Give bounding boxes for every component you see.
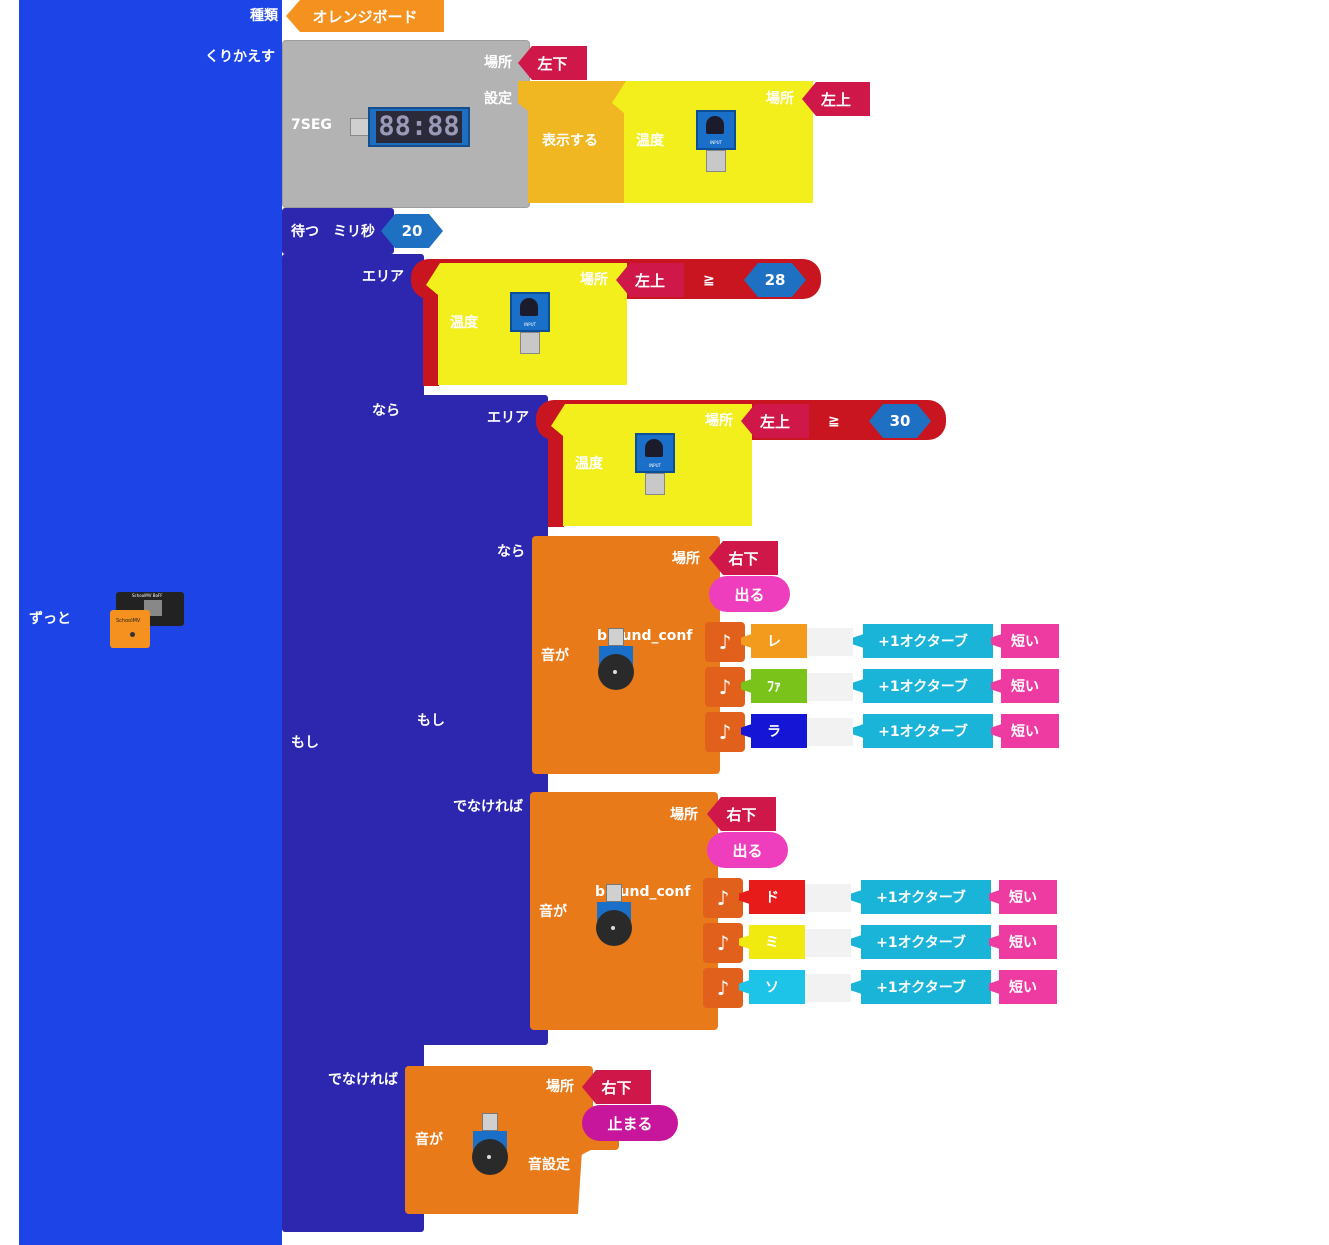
note-gap bbox=[807, 718, 853, 746]
temp-label-show: 温度 bbox=[636, 133, 664, 149]
temp-label-inner: 温度 bbox=[575, 456, 603, 472]
temp-label-outer: 温度 bbox=[450, 315, 478, 331]
threshold-input-inner[interactable]: 30 bbox=[869, 404, 931, 438]
sound-place-dropdown-else[interactable]: 右下 bbox=[707, 797, 776, 831]
length-dropdown[interactable]: 短い bbox=[991, 624, 1059, 658]
if-label-inner: もし bbox=[417, 713, 445, 729]
seg7-display-icon: 88:88 bbox=[368, 107, 470, 147]
if-block-inner[interactable] bbox=[407, 395, 548, 1045]
octave-dropdown[interactable]: +1オクターブ bbox=[853, 624, 993, 658]
length-dropdown[interactable]: 短い bbox=[991, 669, 1059, 703]
octave-dropdown[interactable]: +1オクターブ bbox=[851, 880, 991, 914]
board-type-label: 種類 bbox=[250, 8, 278, 24]
sound-place-label-else: 場所 bbox=[670, 807, 698, 823]
note-gap bbox=[807, 628, 853, 656]
note-block[interactable]: ♪ bbox=[705, 667, 745, 707]
note-block[interactable]: ♪ bbox=[703, 968, 743, 1008]
wait-block[interactable] bbox=[282, 208, 394, 254]
sound-label-then: 音が bbox=[541, 648, 569, 664]
if-label-outer: もし bbox=[291, 735, 319, 751]
show-label: 表示する bbox=[542, 133, 598, 149]
sound-place-dropdown-stop[interactable]: 右下 bbox=[582, 1070, 651, 1104]
octave-dropdown[interactable]: +1オクターブ bbox=[853, 714, 993, 748]
note-name-dropdown[interactable]: ラ bbox=[741, 714, 807, 748]
sound-place-label-then: 場所 bbox=[672, 551, 700, 567]
wait-value-input[interactable]: 20 bbox=[381, 214, 443, 248]
note-block[interactable]: ♪ bbox=[703, 923, 743, 963]
length-dropdown[interactable]: 短い bbox=[989, 970, 1057, 1004]
seg7-connector bbox=[350, 118, 370, 136]
then-label-inner: なら bbox=[497, 544, 525, 560]
board-label-bottom: SchoolMV bbox=[116, 618, 141, 624]
then-label-outer: なら bbox=[372, 403, 400, 419]
sound-place-dropdown-then[interactable]: 右下 bbox=[709, 541, 778, 575]
length-dropdown[interactable]: 短い bbox=[989, 925, 1057, 959]
note-gap bbox=[805, 974, 851, 1002]
temp-place-dropdown-show[interactable]: 左上 bbox=[802, 82, 870, 116]
length-dropdown[interactable]: 短い bbox=[991, 714, 1059, 748]
wait-label: 待つ bbox=[291, 224, 319, 240]
note-gap bbox=[805, 884, 851, 912]
seg7-setting-label: 設定 bbox=[484, 91, 512, 107]
compare-stem-inner bbox=[548, 421, 564, 527]
note-name-dropdown[interactable]: ﾌｧ bbox=[741, 669, 807, 703]
sound-out-pill-then[interactable]: 出る bbox=[709, 576, 790, 612]
speaker-icon bbox=[594, 884, 634, 946]
threshold-input-outer[interactable]: 28 bbox=[744, 263, 806, 297]
temp-place-dropdown-outer[interactable]: 左上 bbox=[616, 263, 684, 297]
compare-stem-outer bbox=[423, 280, 439, 386]
compare-operator-outer[interactable]: ≧ bbox=[703, 272, 715, 288]
area-label-inner: エリア bbox=[487, 410, 529, 426]
compare-operator-inner[interactable]: ≧ bbox=[828, 413, 840, 429]
sound-place-label-stop: 場所 bbox=[546, 1079, 574, 1095]
temp-place-label-outer: 場所 bbox=[580, 272, 608, 288]
octave-dropdown[interactable]: +1オクターブ bbox=[851, 970, 991, 1004]
board-label-top: SchoolMV BoFF bbox=[132, 593, 163, 598]
seg7-name: 7SEG bbox=[291, 117, 332, 133]
temp-sensor-icon: INPUT bbox=[696, 110, 736, 172]
seg7-place-dropdown[interactable]: 左下 bbox=[518, 46, 587, 80]
repeat-label: くりかえす bbox=[205, 49, 275, 65]
temp-sensor-icon: INPUT bbox=[510, 292, 550, 354]
sound-label-stop: 音が bbox=[415, 1132, 443, 1148]
else-label-outer: でなければ bbox=[328, 1072, 398, 1088]
speaker-icon bbox=[596, 628, 636, 690]
note-block[interactable]: ♪ bbox=[705, 712, 745, 752]
show-block[interactable] bbox=[518, 81, 628, 203]
board-icon: SchoolMV BoFF SchoolMV bbox=[108, 590, 188, 650]
length-dropdown[interactable]: 短い bbox=[989, 880, 1057, 914]
octave-dropdown[interactable]: +1オクターブ bbox=[853, 669, 993, 703]
temp-place-dropdown-inner[interactable]: 左上 bbox=[741, 404, 809, 438]
note-name-dropdown[interactable]: ド bbox=[739, 880, 805, 914]
board-type-dropdown[interactable]: オレンジボード bbox=[286, 0, 444, 32]
sound-stop-pill[interactable]: 止まる bbox=[582, 1105, 678, 1141]
temp-place-label-inner: 場所 bbox=[705, 413, 733, 429]
note-block[interactable]: ♪ bbox=[703, 878, 743, 918]
temp-place-label-show: 場所 bbox=[766, 91, 794, 107]
forever-label: ずっと bbox=[29, 611, 71, 627]
if-block-outer[interactable] bbox=[282, 254, 424, 1232]
note-block[interactable]: ♪ bbox=[705, 622, 745, 662]
else-label-inner: でなければ bbox=[453, 799, 523, 815]
note-name-dropdown[interactable]: ソ bbox=[739, 970, 805, 1004]
speaker-icon bbox=[470, 1113, 510, 1175]
area-label-outer: エリア bbox=[362, 269, 404, 285]
temp-sensor-icon: INPUT bbox=[635, 433, 675, 495]
seg7-place-label: 場所 bbox=[484, 55, 512, 71]
note-gap bbox=[807, 673, 853, 701]
sound-out-pill-else[interactable]: 出る bbox=[707, 832, 788, 868]
sound-setting-label: 音設定 bbox=[528, 1157, 570, 1173]
note-gap bbox=[805, 929, 851, 957]
seg7-display-digits: 88:88 bbox=[376, 111, 462, 143]
note-name-dropdown[interactable]: ミ bbox=[739, 925, 805, 959]
sound-label-else: 音が bbox=[539, 904, 567, 920]
octave-dropdown[interactable]: +1オクターブ bbox=[851, 925, 991, 959]
wait-unit: ミリ秒 bbox=[333, 224, 375, 240]
note-name-dropdown[interactable]: レ bbox=[741, 624, 807, 658]
